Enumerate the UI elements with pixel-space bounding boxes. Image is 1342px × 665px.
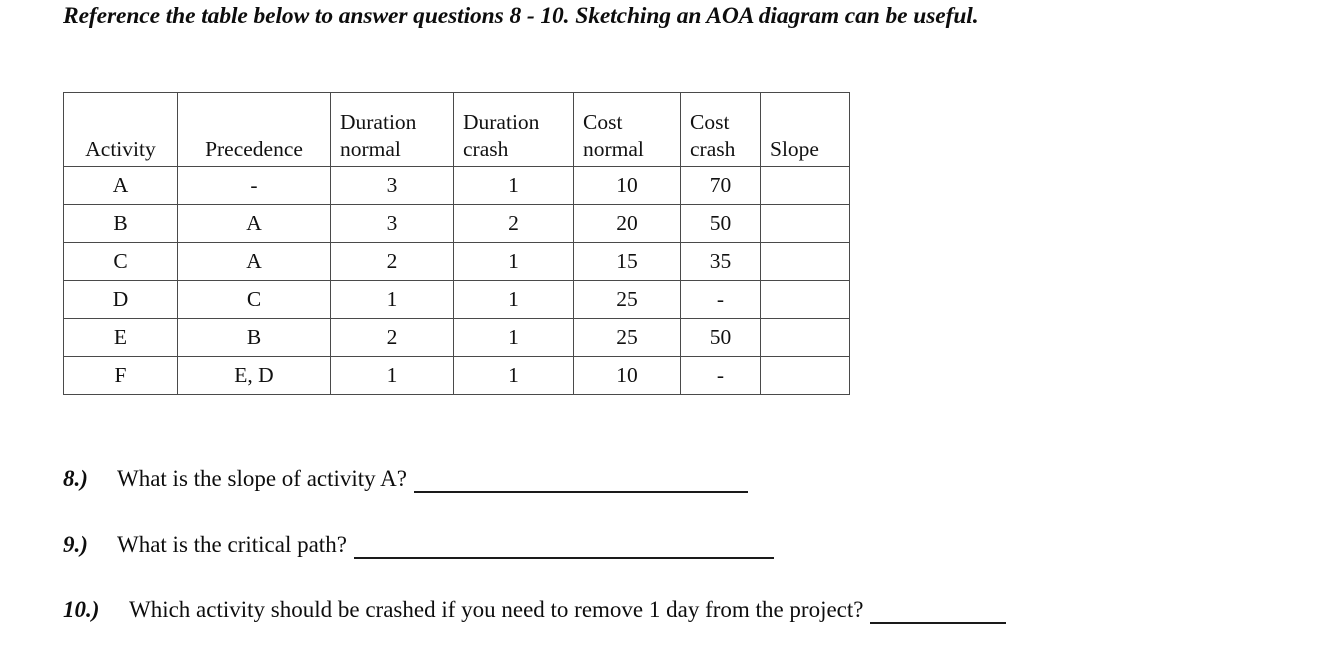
cell-duration-normal: 3 <box>330 166 454 205</box>
cell-cost-crash: - <box>680 356 761 395</box>
table-header-row: Activity Precedence Duration normal Dura… <box>63 92 850 167</box>
cell-cost-crash: 70 <box>680 166 761 205</box>
cell-duration-normal: 1 <box>330 280 454 319</box>
table-row: C A 2 1 15 35 <box>63 242 850 281</box>
question-9-answer-blank[interactable] <box>353 538 774 559</box>
cell-duration-normal: 1 <box>330 356 454 395</box>
cell-activity: C <box>63 242 178 281</box>
question-10: 10.) Which activity should be crashed if … <box>63 596 1007 624</box>
column-header-slope: Slope <box>760 92 850 167</box>
cell-precedence: - <box>177 166 331 205</box>
question-10-text: Which activity should be crashed if you … <box>129 597 864 622</box>
cell-cost-normal: 25 <box>573 280 681 319</box>
question-10-answer-blank[interactable] <box>870 603 1007 624</box>
cell-duration-normal: 3 <box>330 204 454 243</box>
cell-slope <box>760 242 850 281</box>
question-8-answer-blank[interactable] <box>413 472 748 493</box>
column-header-cost-crash: Cost crash <box>680 92 761 167</box>
cell-activity: E <box>63 318 178 357</box>
table-row: D C 1 1 25 - <box>63 280 850 319</box>
cell-duration-crash: 1 <box>453 166 574 205</box>
question-9-text: What is the critical path? <box>117 532 347 557</box>
cell-cost-crash: 35 <box>680 242 761 281</box>
question-8-text: What is the slope of activity A? <box>117 466 407 491</box>
cell-precedence: E, D <box>177 356 331 395</box>
intro-paragraph: Reference the table below to answer ques… <box>63 3 979 29</box>
cell-cost-normal: 20 <box>573 204 681 243</box>
column-header-precedence: Precedence <box>177 92 331 167</box>
cell-precedence: A <box>177 242 331 281</box>
cell-cost-normal: 10 <box>573 356 681 395</box>
column-header-duration-normal: Duration normal <box>330 92 454 167</box>
cell-activity: F <box>63 356 178 395</box>
cell-slope <box>760 318 850 357</box>
table-row: E B 2 1 25 50 <box>63 318 850 357</box>
cell-duration-crash: 1 <box>453 280 574 319</box>
cell-cost-normal: 25 <box>573 318 681 357</box>
table-row: F E, D 1 1 10 - <box>63 356 850 395</box>
cell-precedence: B <box>177 318 331 357</box>
cell-duration-crash: 1 <box>453 356 574 395</box>
question-8-number: 8.) <box>63 466 88 491</box>
cell-activity: D <box>63 280 178 319</box>
cell-duration-normal: 2 <box>330 242 454 281</box>
table-row: A - 3 1 10 70 <box>63 166 850 205</box>
cell-slope <box>760 356 850 395</box>
cell-cost-crash: 50 <box>680 204 761 243</box>
question-9-number: 9.) <box>63 532 88 557</box>
cell-activity: B <box>63 204 178 243</box>
cell-duration-crash: 1 <box>453 318 574 357</box>
column-header-activity: Activity <box>63 92 178 167</box>
cell-cost-normal: 10 <box>573 166 681 205</box>
cell-duration-crash: 2 <box>453 204 574 243</box>
cell-duration-crash: 1 <box>453 242 574 281</box>
cell-slope <box>760 204 850 243</box>
column-header-duration-crash: Duration crash <box>453 92 574 167</box>
cell-slope <box>760 166 850 205</box>
question-8: 8.) What is the slope of activity A? <box>63 465 748 493</box>
activity-table: Activity Precedence Duration normal Dura… <box>63 92 850 395</box>
table-row: B A 3 2 20 50 <box>63 204 850 243</box>
cell-cost-crash: 50 <box>680 318 761 357</box>
cell-slope <box>760 280 850 319</box>
question-10-number: 10.) <box>63 597 100 622</box>
cell-cost-normal: 15 <box>573 242 681 281</box>
cell-cost-crash: - <box>680 280 761 319</box>
cell-activity: A <box>63 166 178 205</box>
cell-duration-normal: 2 <box>330 318 454 357</box>
activity-table-container: Activity Precedence Duration normal Dura… <box>63 92 850 395</box>
cell-precedence: C <box>177 280 331 319</box>
cell-precedence: A <box>177 204 331 243</box>
question-9: 9.) What is the critical path? <box>63 531 774 559</box>
column-header-cost-normal: Cost normal <box>573 92 681 167</box>
